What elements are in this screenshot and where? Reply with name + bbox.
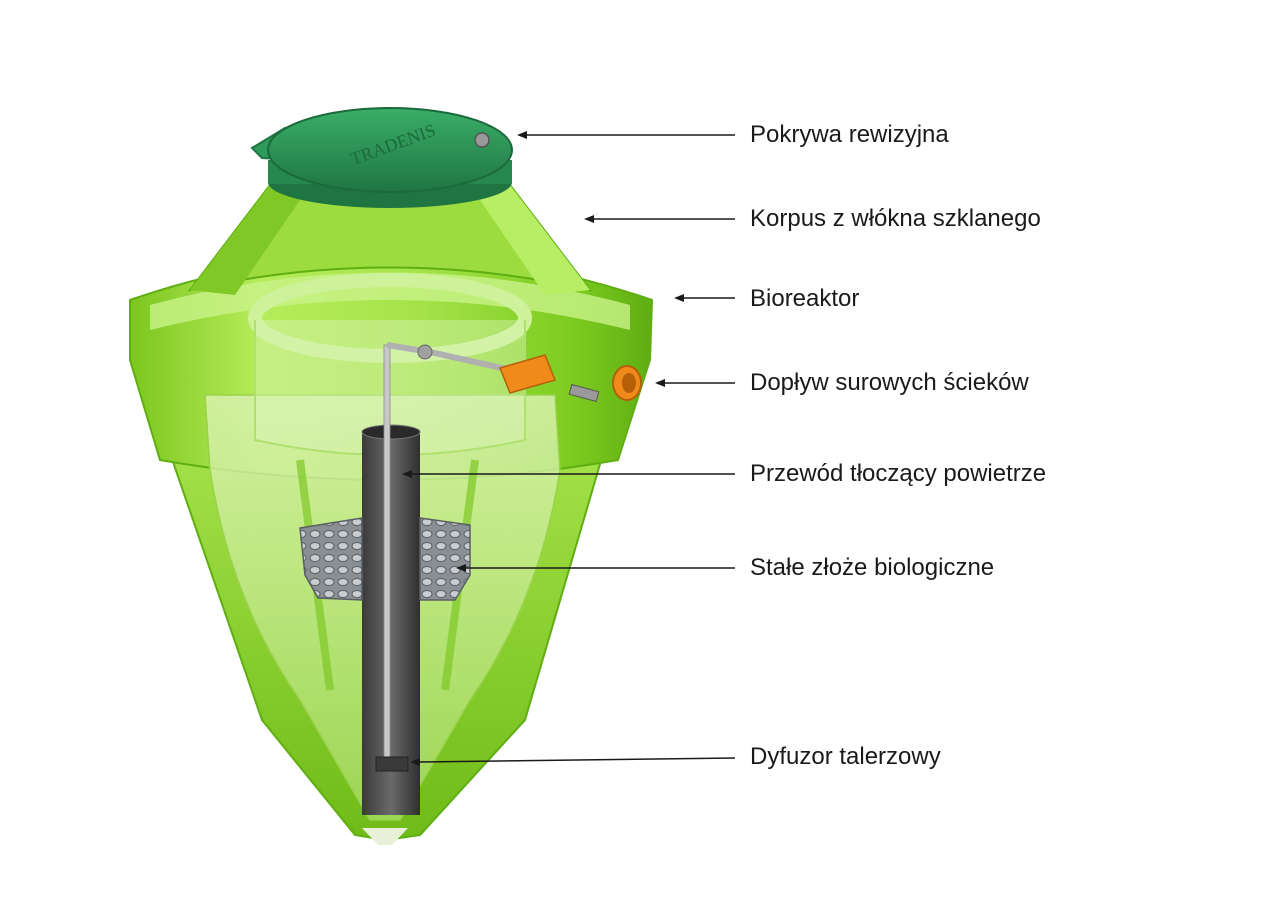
- label-bioreactor: Bioreaktor: [750, 285, 860, 312]
- arrow-head: [456, 564, 466, 572]
- label-plate-diffuser: Dyfuzor talerzowy: [750, 743, 941, 770]
- arrow-head: [655, 379, 665, 387]
- bio-bed-left: [299, 517, 363, 601]
- arrow-head: [584, 215, 594, 223]
- arrow-head: [402, 470, 412, 478]
- inlet-pipe: [498, 354, 557, 394]
- lid-cover: [267, 107, 513, 193]
- air-pipe-top: [361, 424, 421, 440]
- bio-bed-right: [419, 517, 471, 601]
- leader-lines: [402, 131, 736, 766]
- label-fiberglass-body: Korpus z włókna szklanego: [750, 205, 1041, 232]
- cone-tip: [362, 828, 408, 845]
- inlet-valve: [568, 383, 600, 403]
- leader-line-diffuser: [419, 757, 736, 763]
- tank-shoulder-right: [480, 185, 590, 295]
- pipe-fitting: [417, 344, 433, 360]
- plate-diffuser: [375, 756, 409, 772]
- riser-pipe: [383, 344, 391, 766]
- label-inspection-cover: Pokrywa rewizyjna: [750, 121, 949, 148]
- label-air-delivery-pipe: Przewód tłoczący powietrze: [750, 460, 1047, 487]
- label-raw-sewage-inlet: Dopływ surowych ścieków: [750, 369, 1029, 396]
- arrow-head: [674, 294, 684, 302]
- arrow-head: [410, 758, 420, 766]
- arrow-head: [517, 131, 527, 139]
- lid-lock: [474, 132, 490, 148]
- tank-shoulder-left: [190, 185, 300, 295]
- tank-rim: [150, 272, 630, 330]
- inlet-socket-hole: [622, 373, 636, 393]
- air-pipe: [362, 430, 420, 815]
- label-fixed-biological-bed: Stałe złoże biologiczne: [750, 554, 995, 581]
